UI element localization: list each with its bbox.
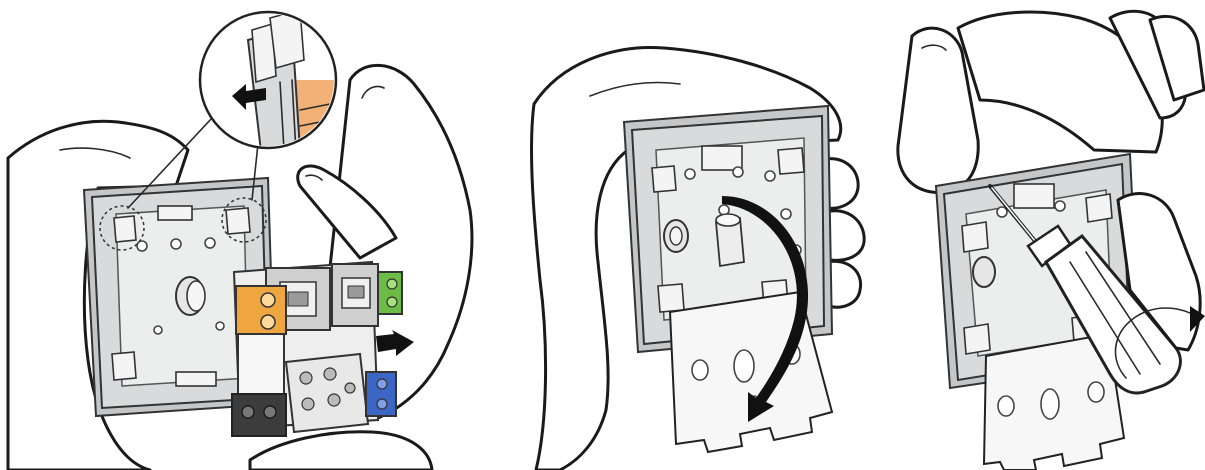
terminal-green	[377, 271, 403, 315]
top-hand-panel-3	[896, 26, 980, 194]
curved-arrow-icon	[722, 196, 809, 422]
detail-marker-left	[99, 205, 145, 251]
terminal-orange	[235, 285, 287, 335]
terminal-dark	[231, 393, 287, 437]
panel-1	[6, 10, 474, 470]
terminal-module	[231, 260, 403, 437]
detail-marker-right	[221, 197, 267, 243]
top-hand-panel-2	[530, 46, 843, 470]
screwdriver-icon	[988, 184, 1182, 395]
panel-3	[896, 9, 1205, 470]
arrow-left-icon	[232, 84, 266, 110]
device-backplate-1	[82, 176, 277, 418]
panel-2	[530, 46, 866, 470]
arrow-right-icon	[376, 330, 414, 356]
device-backplate-2	[622, 104, 834, 354]
zoom-detail-circle	[198, 10, 338, 150]
rotate-arrow-icon	[1114, 307, 1197, 379]
